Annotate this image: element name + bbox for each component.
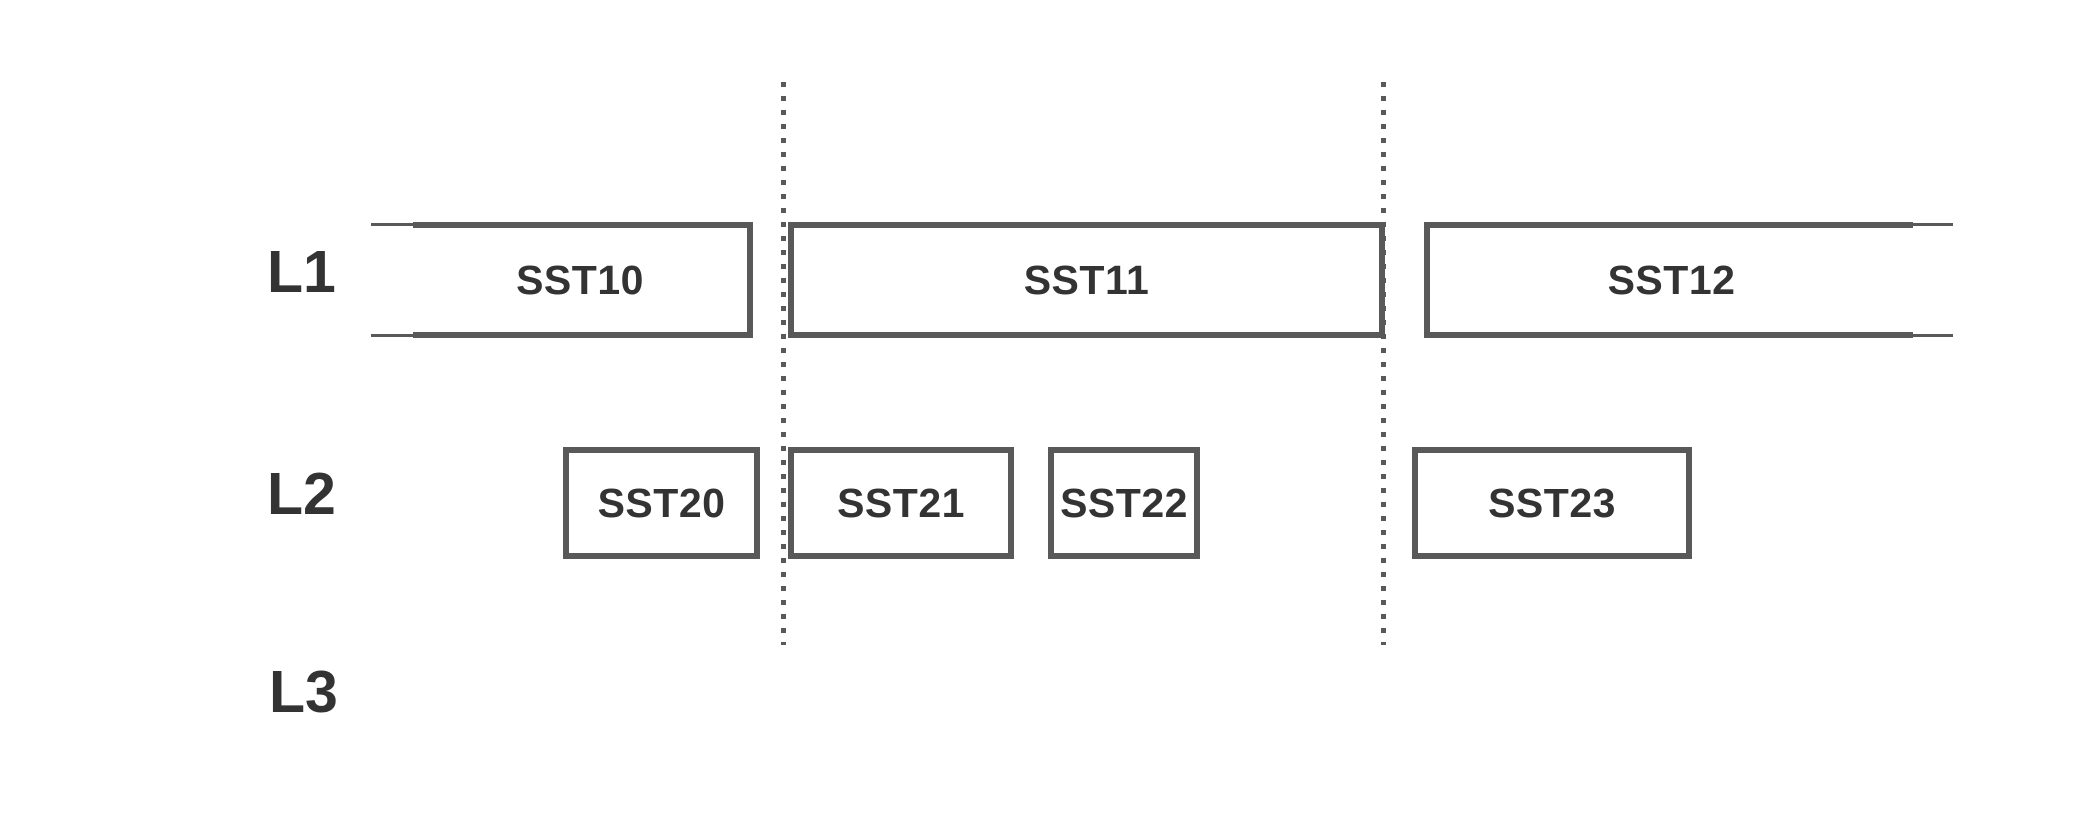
task-box-sst23: SST23 bbox=[1412, 447, 1692, 559]
lane1-continuation-line-right-bottom bbox=[1909, 334, 1953, 337]
task-box-sst11: SST11 bbox=[788, 222, 1385, 338]
lane1-continuation-line-left-top bbox=[371, 223, 417, 226]
task-box-sst22-label: SST22 bbox=[1060, 479, 1188, 526]
lane-label-l1: L1 bbox=[267, 239, 336, 305]
phase-divider-left bbox=[781, 82, 786, 645]
task-box-sst10-label: SST10 bbox=[516, 256, 644, 303]
lane1-continuation-line-left-bottom bbox=[371, 334, 417, 337]
task-box-sst11-label: SST11 bbox=[1023, 256, 1150, 303]
task-box-sst12-label: SST12 bbox=[1607, 256, 1736, 303]
task-box-sst23-label: SST23 bbox=[1488, 479, 1616, 526]
task-box-sst21-label: SST21 bbox=[837, 479, 965, 526]
task-box-sst12: SST12 bbox=[1424, 222, 1913, 338]
task-box-sst20-label: SST20 bbox=[597, 479, 726, 526]
phase-divider-right bbox=[1381, 82, 1386, 645]
task-box-sst21: SST21 bbox=[788, 447, 1014, 559]
lane-label-l3: L3 bbox=[269, 659, 338, 725]
lane-label-l2: L2 bbox=[267, 461, 336, 527]
task-box-sst22: SST22 bbox=[1048, 447, 1200, 559]
task-box-sst20: SST20 bbox=[563, 447, 760, 559]
lane1-continuation-line-right-top bbox=[1909, 223, 1953, 226]
task-box-sst10: SST10 bbox=[413, 222, 753, 338]
